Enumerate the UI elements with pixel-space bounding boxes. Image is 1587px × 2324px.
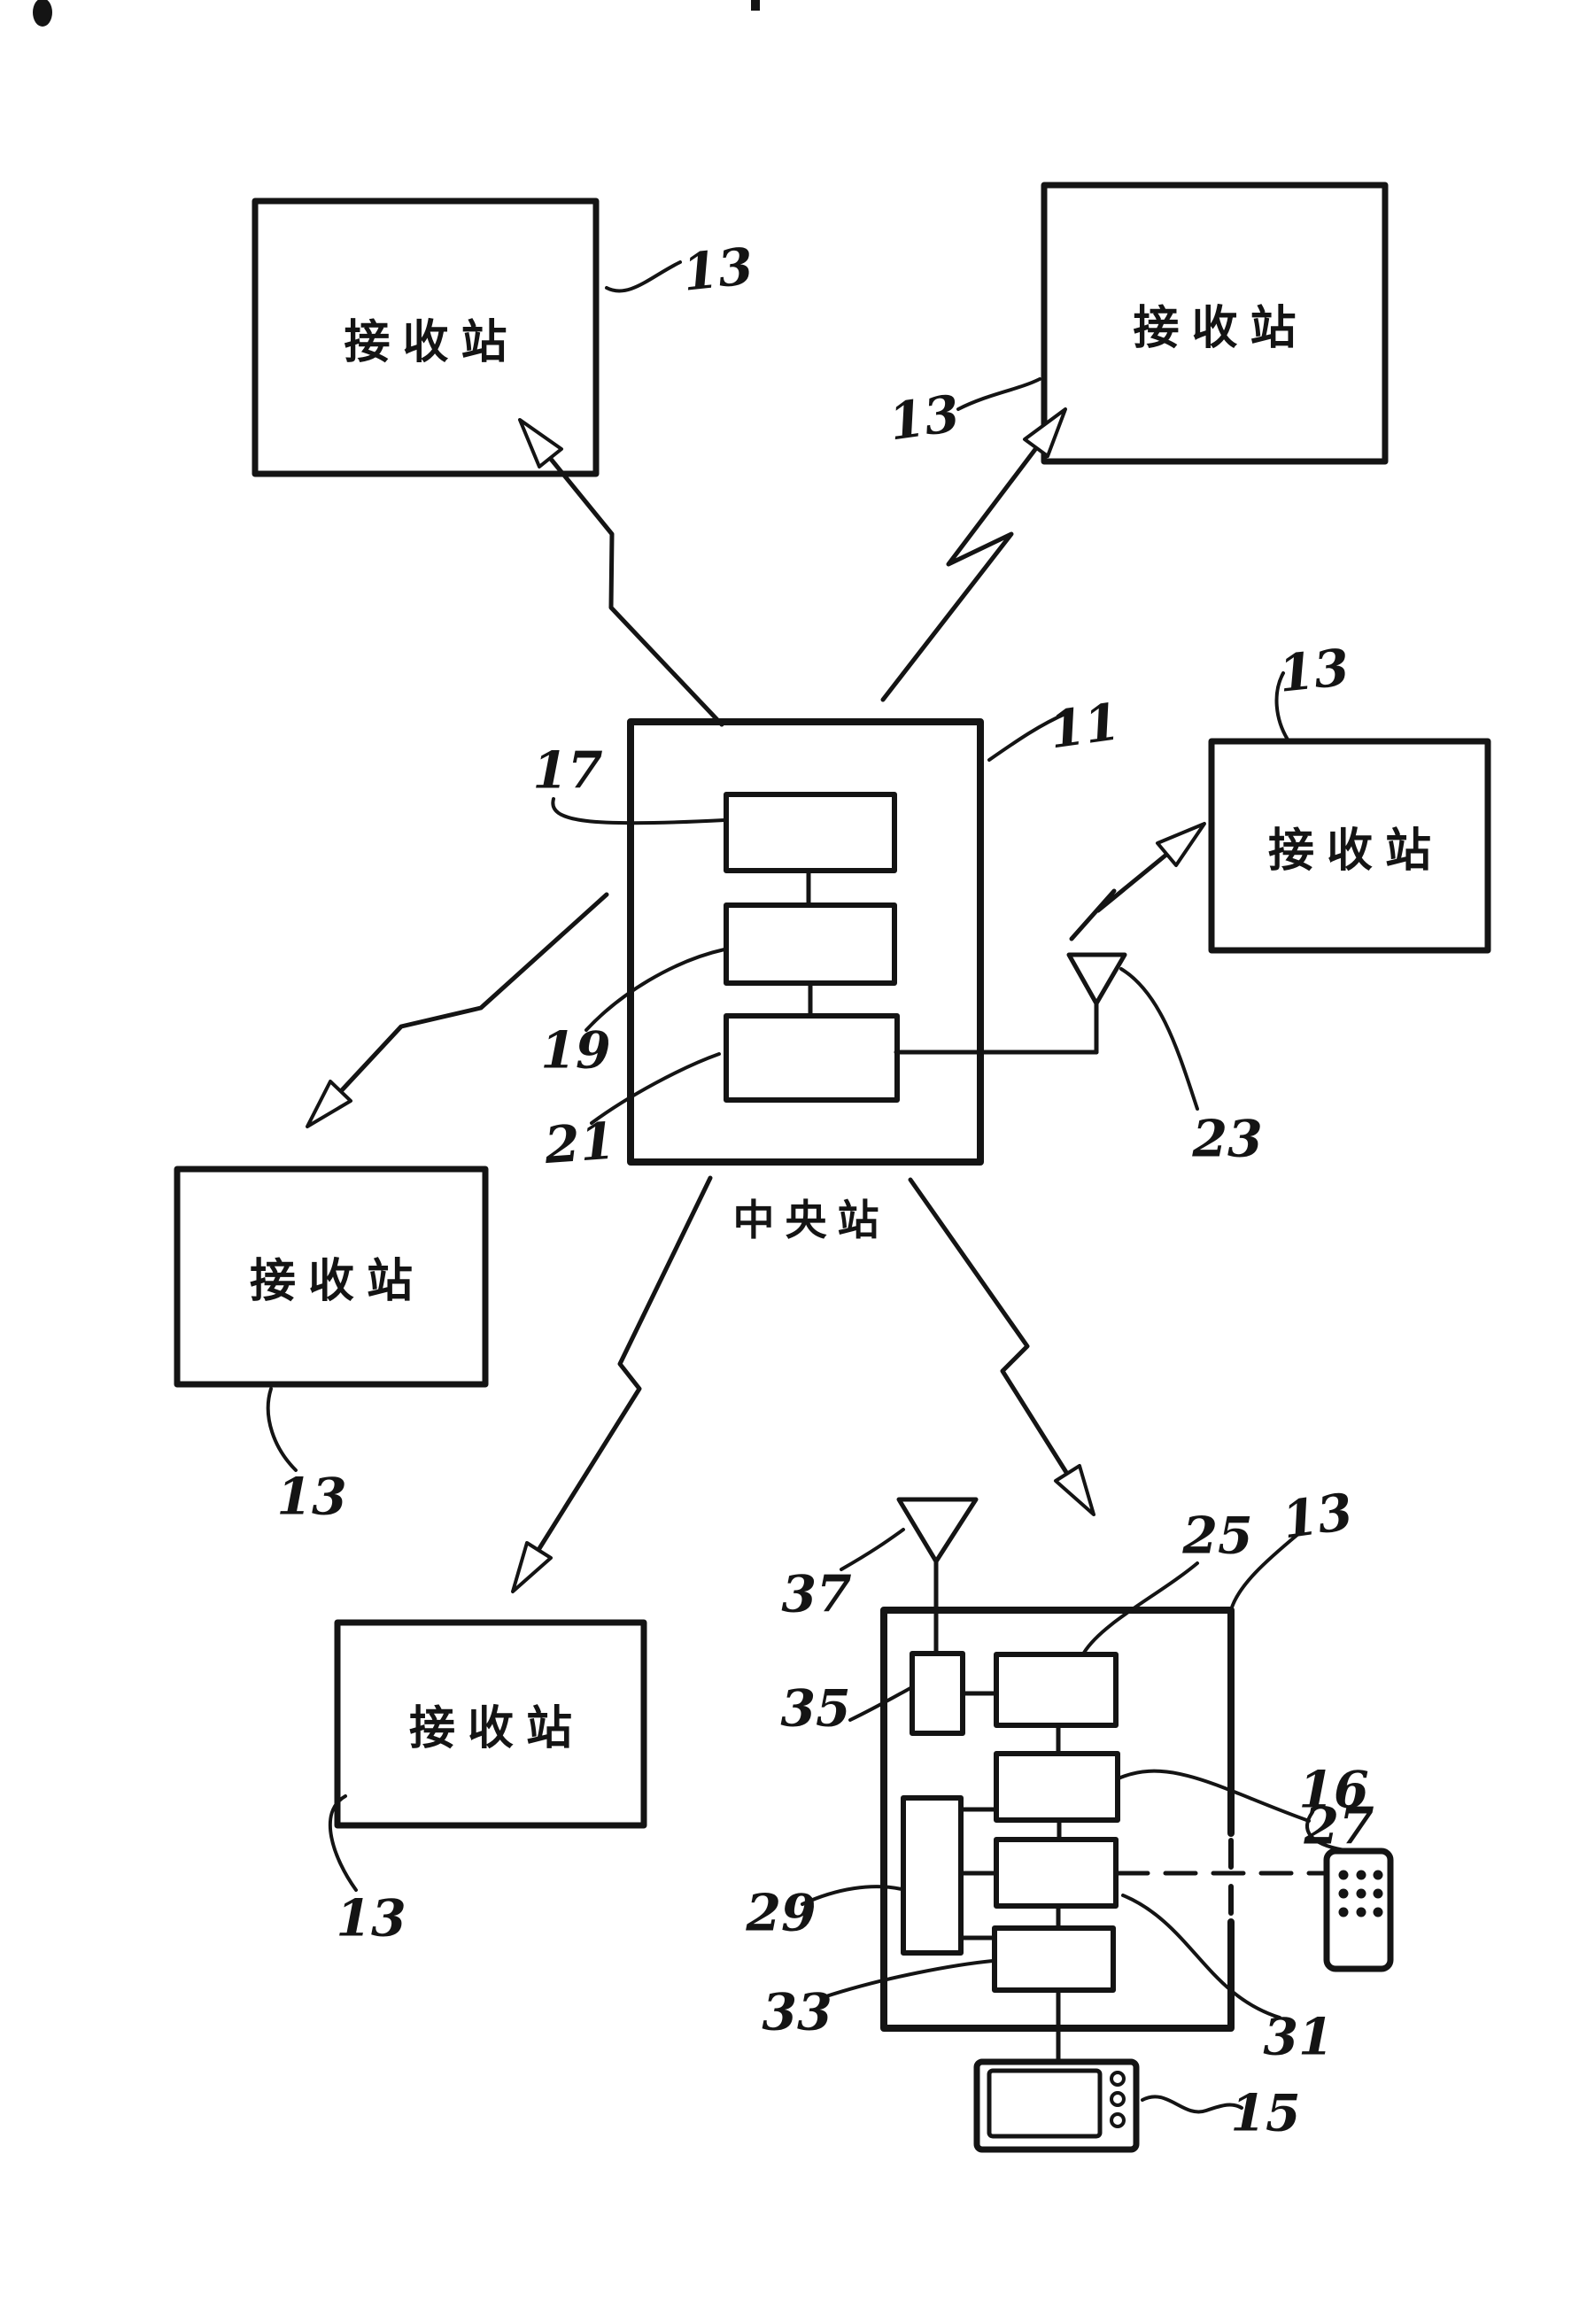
radio-link-arrow-top-left [550, 458, 722, 724]
monitor-button-icon [1111, 2072, 1124, 2085]
arrowhead-icon [520, 420, 561, 467]
leader-line-13-bottom-left [330, 1796, 356, 1890]
leader-line-11 [989, 713, 1067, 760]
monitor-15-screen [989, 2071, 1100, 2136]
radio-link-arrow-right [1072, 855, 1166, 939]
leader-line-37 [841, 1530, 903, 1569]
leader-line-23 [1121, 969, 1197, 1109]
detail-unit-box-31 [996, 1840, 1116, 1906]
radio-link-arrow-top-right [883, 448, 1036, 700]
receiving-station-box-left [177, 1169, 485, 1384]
receiving-station-box-bottom-left [337, 1623, 644, 1825]
radio-link-arrow-bottom-right [910, 1180, 1067, 1474]
leader-line-16 [1307, 1812, 1344, 1850]
leader-line-13-top-right [958, 379, 1040, 409]
leader-line-13-detail [1231, 1534, 1298, 1610]
leader-line-17 [553, 799, 724, 823]
central-unit-box-19 [726, 905, 894, 983]
detail-unit-box-25 [996, 1654, 1116, 1725]
detail-unit-box-35 [912, 1654, 963, 1733]
receiving-station-box-top-left [255, 201, 596, 474]
central-unit-box-17 [726, 794, 894, 871]
arrowhead-icon [513, 1543, 551, 1592]
detail-unit-box-29 [903, 1798, 961, 1953]
scan-mark-icon [33, 0, 52, 27]
detail-unit-box-27 [996, 1754, 1118, 1820]
scan-mark-icon [751, 0, 760, 11]
antenna-23-icon [1069, 955, 1125, 1003]
arrowhead-icon [1157, 824, 1204, 865]
receiving-station-box-top-right [1044, 185, 1385, 461]
leader-line-21 [592, 1054, 719, 1123]
leader-line-13-left [268, 1389, 296, 1470]
monitor-button-icon [1111, 2114, 1124, 2126]
leader-line-19 [586, 949, 724, 1030]
leader-line-31 [1123, 1895, 1280, 2018]
leader-line-33 [824, 1961, 993, 1997]
arrowhead-icon [1056, 1466, 1094, 1514]
receiving-station-box-right [1212, 741, 1488, 950]
leader-line-13-top-left [607, 262, 680, 291]
antenna-37-icon [899, 1499, 976, 1561]
leader-line-15 [1142, 2096, 1242, 2111]
radio-link-arrow-bottom-left [538, 1178, 710, 1550]
monitor-button-icon [1111, 2093, 1124, 2105]
leader-line-27 [1119, 1771, 1309, 1821]
radio-link-arrow-left [341, 895, 607, 1091]
detail-unit-box-33 [995, 1928, 1113, 1990]
remote-control-keypad-icon [1339, 1871, 1383, 1917]
leader-line-13-right [1277, 673, 1288, 740]
central-unit-box-21 [726, 1016, 897, 1100]
central-station-box [631, 722, 980, 1162]
